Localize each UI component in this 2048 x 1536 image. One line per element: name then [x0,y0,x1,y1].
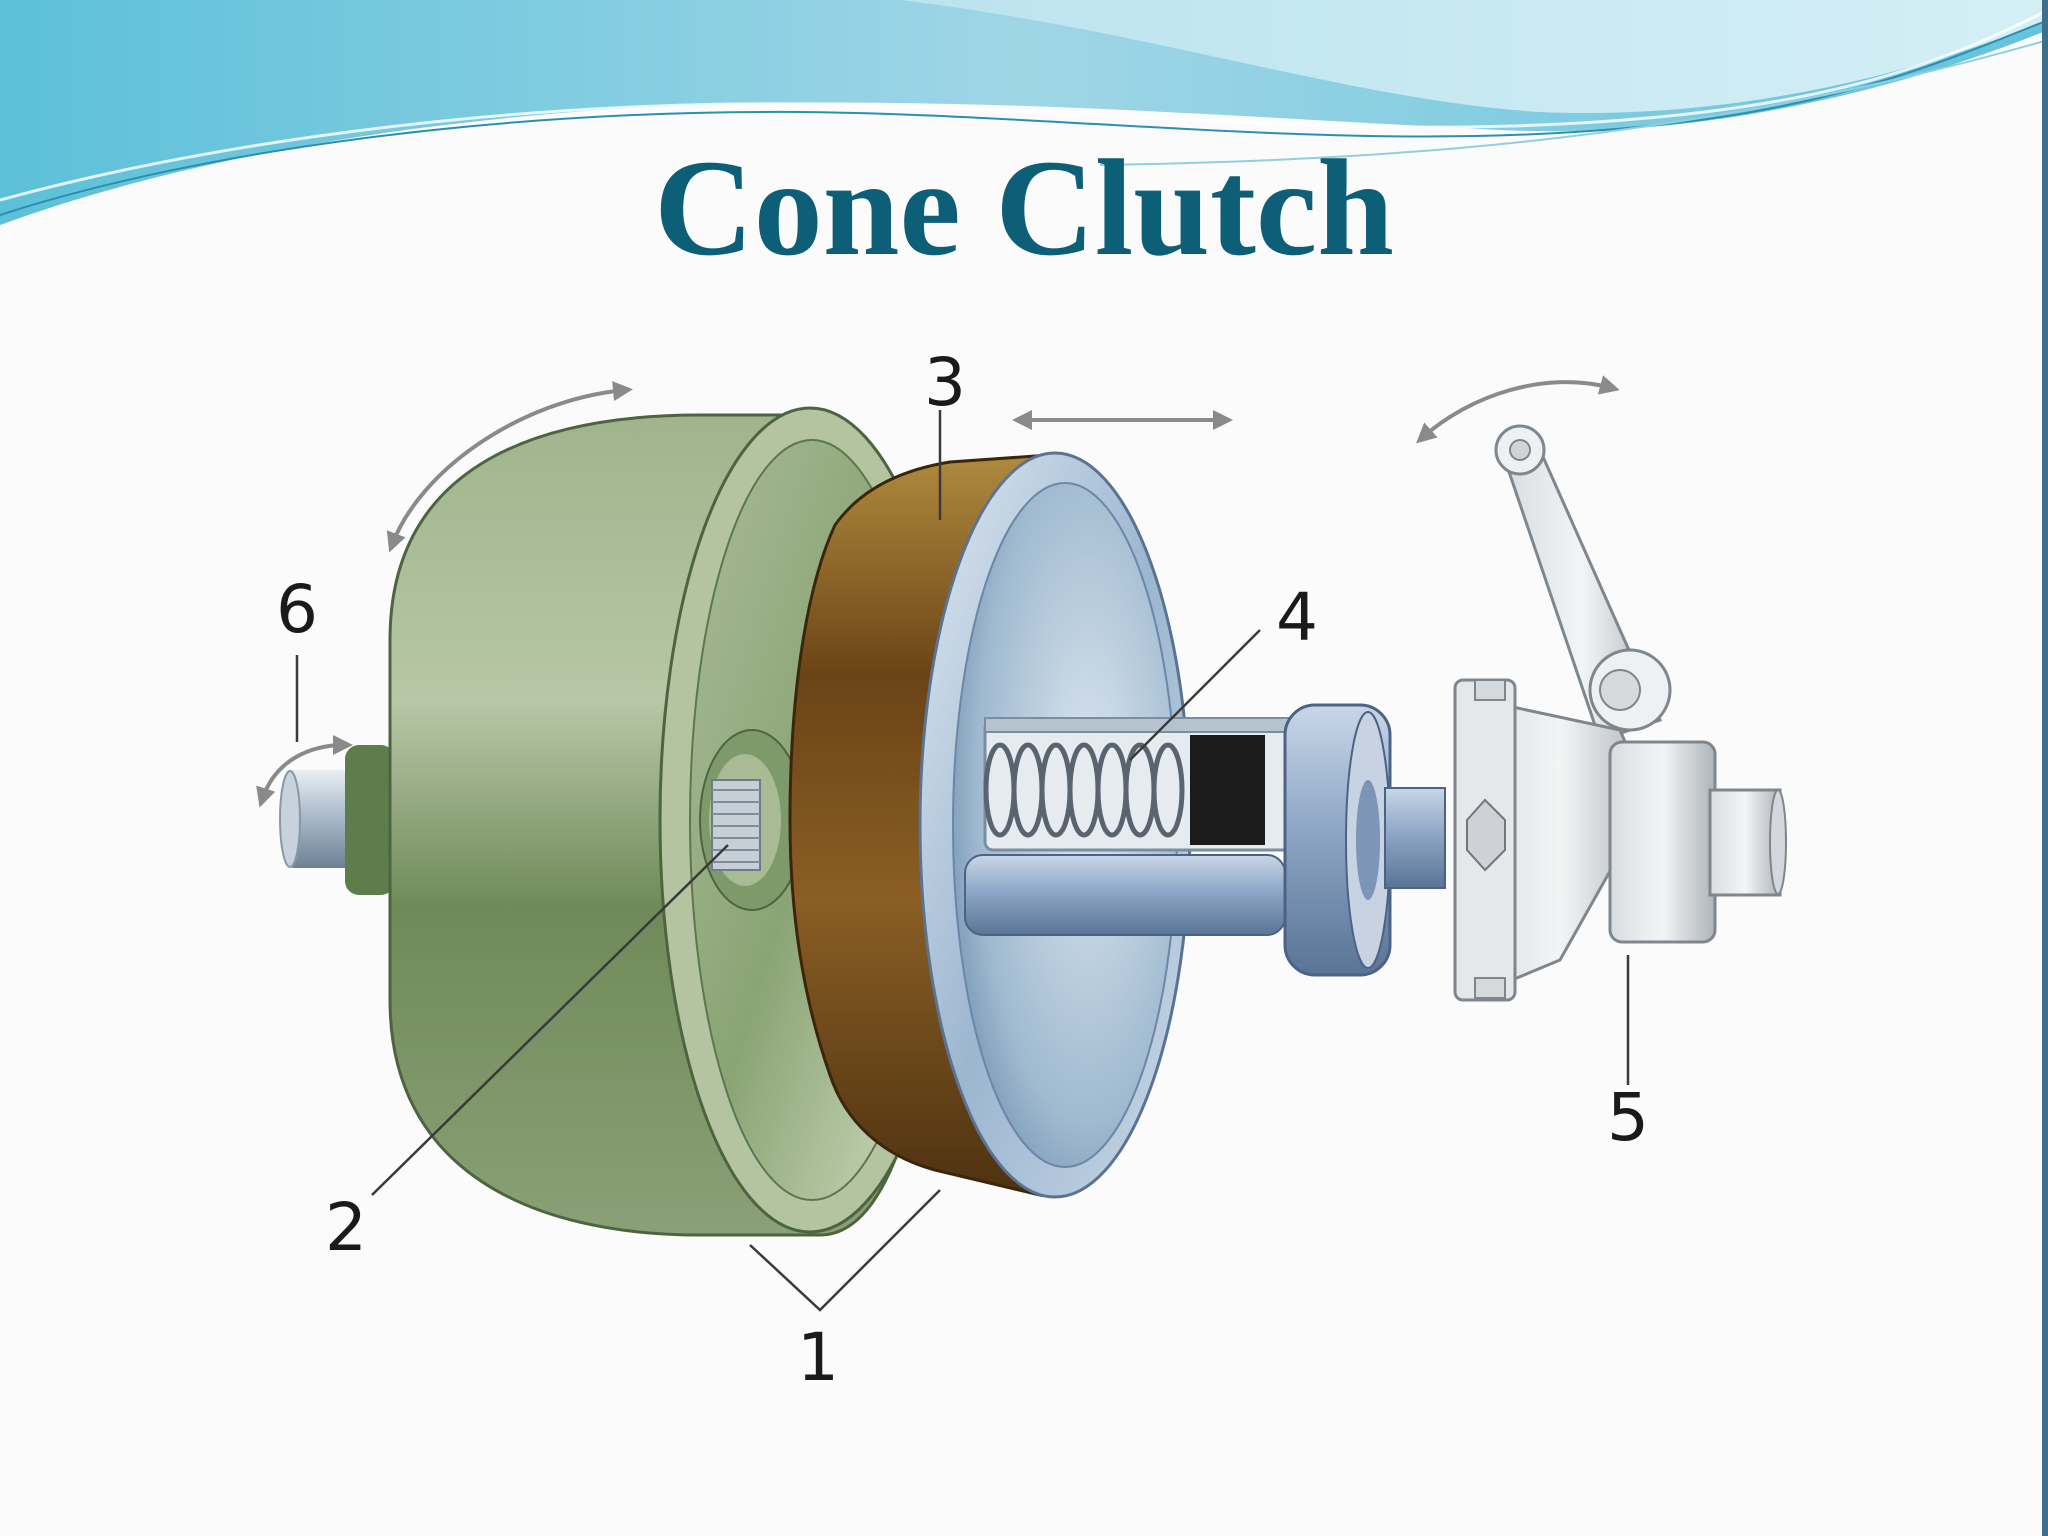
input-shaft [279,745,395,895]
slide-border [2042,0,2048,1536]
rotation-arrow-shaft [256,735,353,808]
splined-hub [711,779,761,871]
bearing-collar [1283,703,1392,977]
rotation-arrow-lever [1416,375,1620,444]
shift-lever [1453,424,1672,1002]
slide-title: Cone Clutch [654,131,1394,284]
callout-4: 4 [1276,579,1318,656]
output-shaft [964,854,1286,936]
spring-housing [983,717,1317,852]
header-waves [0,0,2048,225]
callout-1: 1 [797,1319,839,1396]
leader-line-2 [371,844,729,1196]
rotation-arrow-cup [386,381,633,553]
sliding-sleeve [1608,740,1787,944]
leader-line-4 [1129,629,1261,761]
callout-2: 2 [325,1189,367,1266]
leader-line-1 [749,1189,941,1312]
callout-3: 3 [924,344,966,421]
callout-6: 6 [276,571,318,648]
pressure-spring [983,742,1185,838]
callout-5: 5 [1607,1079,1649,1156]
